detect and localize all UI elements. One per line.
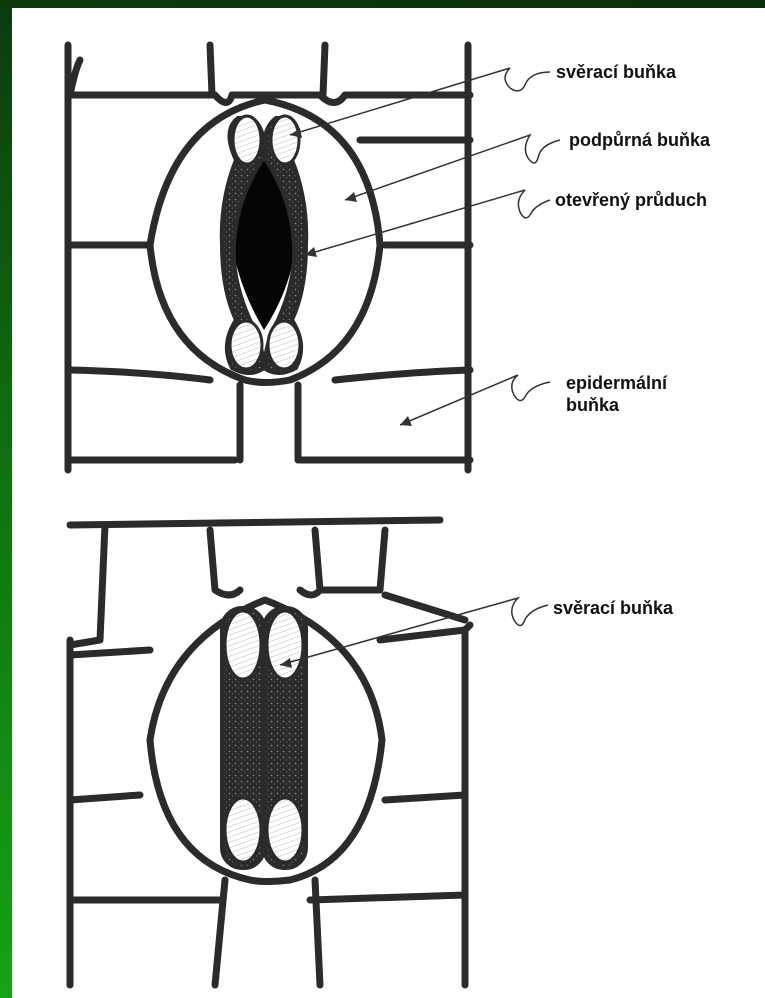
label-subsidiary-cell: podpůrná buňka (569, 129, 710, 151)
label-guard-cell-bottom: svěrací buňka (553, 597, 673, 619)
leader-epidermal-cell (400, 375, 550, 425)
label-open-stoma: otevřený průduch (555, 189, 707, 211)
label-guard-cell-top: svěrací buňka (556, 61, 676, 83)
leader-subsidiary-cell (345, 135, 560, 200)
label-epidermal-cell: epidermální buňka (566, 372, 676, 416)
